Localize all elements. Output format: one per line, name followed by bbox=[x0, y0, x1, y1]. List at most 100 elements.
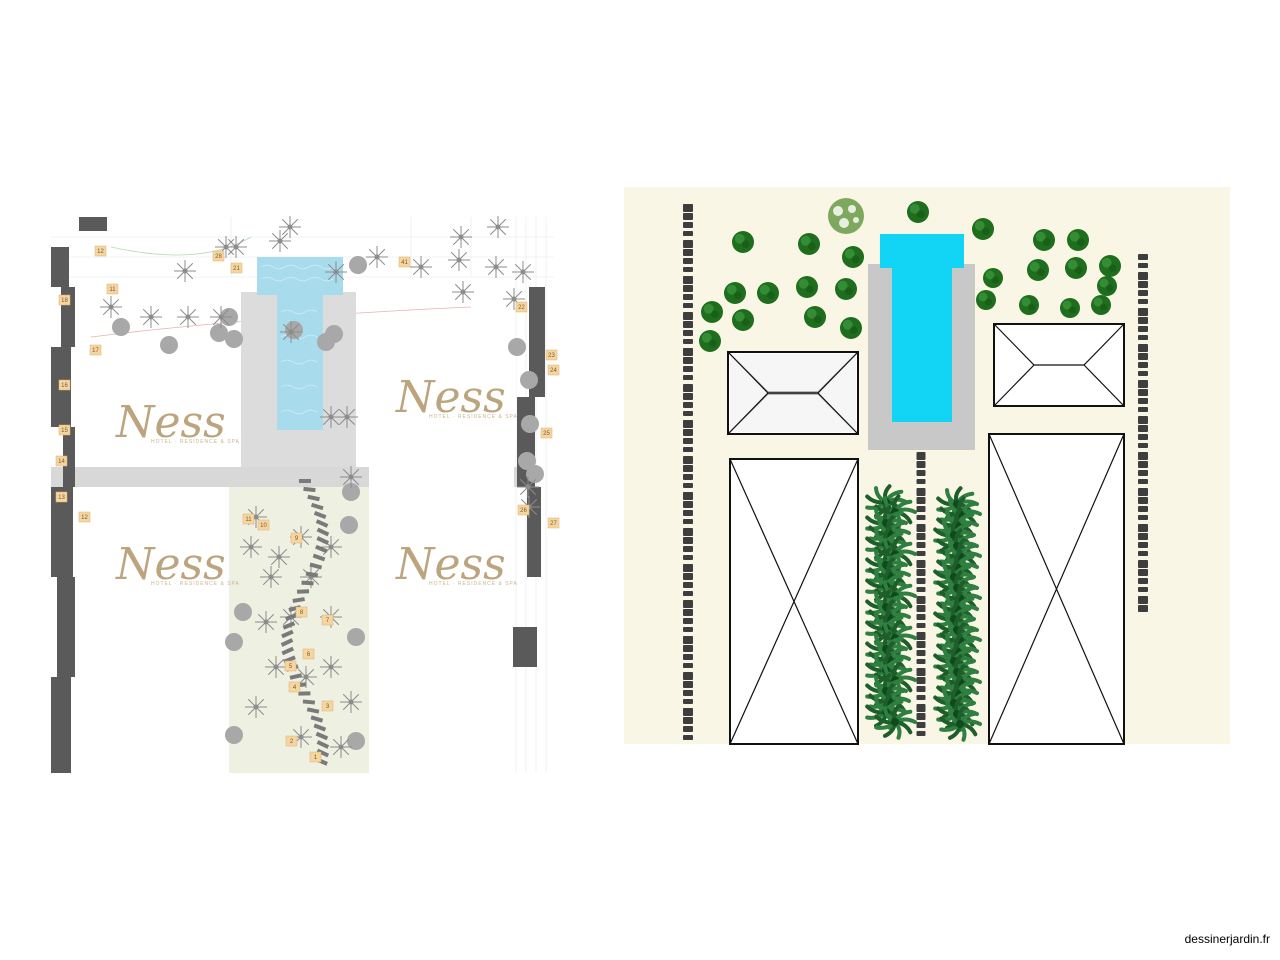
wall-stone bbox=[916, 704, 926, 712]
wall-stone bbox=[916, 632, 926, 640]
logo-bottom-left: Ness HOTEL · RESIDENCE & SPA bbox=[115, 539, 240, 590]
wall-stone bbox=[683, 537, 693, 544]
marker-label: 9 bbox=[295, 536, 299, 542]
marker-label: 12 bbox=[81, 515, 88, 521]
round-tree bbox=[835, 278, 857, 300]
plant-marker: 23 bbox=[545, 349, 558, 361]
plant-marker: 5 bbox=[284, 660, 297, 672]
wall-stone bbox=[916, 524, 926, 532]
logo-text: Ness bbox=[115, 397, 226, 448]
wall-stone bbox=[683, 636, 693, 644]
plant-marker: 24 bbox=[547, 364, 560, 376]
grey-shrub bbox=[285, 321, 303, 339]
marker-label: 17 bbox=[92, 348, 99, 354]
plant-marker: 22 bbox=[515, 301, 528, 313]
wall-stone bbox=[1138, 425, 1148, 432]
wall-stone bbox=[683, 564, 693, 572]
round-tree bbox=[1060, 298, 1080, 318]
wall-stone bbox=[916, 533, 926, 540]
palm-tree bbox=[255, 611, 277, 633]
palm-tree bbox=[290, 726, 312, 748]
pool-stem bbox=[277, 295, 323, 430]
pool-ripples bbox=[260, 264, 334, 415]
marker-label: 4 bbox=[293, 685, 297, 691]
wall-stone bbox=[683, 213, 693, 220]
plant-marker: 11 bbox=[106, 283, 119, 295]
wall-stone bbox=[683, 447, 693, 452]
wall-stone bbox=[683, 501, 693, 508]
palm-tree bbox=[140, 306, 162, 328]
wall-stone bbox=[916, 542, 926, 548]
round-tree bbox=[842, 246, 864, 268]
wall-stone bbox=[683, 519, 693, 524]
plant-marker: 7 bbox=[321, 614, 334, 626]
grey-shrub bbox=[325, 325, 343, 343]
marker-label: 27 bbox=[550, 521, 557, 527]
wall-stone bbox=[1138, 578, 1148, 584]
plant-marker: 10 bbox=[257, 519, 270, 531]
wall-stone bbox=[683, 294, 693, 300]
wall-stone bbox=[1138, 317, 1148, 324]
round-tree bbox=[840, 317, 862, 339]
logo-text: Ness bbox=[395, 539, 506, 590]
marker-label: 3 bbox=[326, 704, 330, 710]
palm-tree bbox=[280, 321, 302, 343]
plant-marker: 14 bbox=[55, 455, 68, 467]
round-tree bbox=[1027, 259, 1049, 281]
wall-stone bbox=[683, 339, 693, 344]
wall-stone bbox=[1138, 389, 1148, 396]
wall-stone bbox=[683, 609, 693, 616]
grey-shrub bbox=[112, 318, 130, 336]
marker-label: 13 bbox=[58, 495, 65, 501]
logo-subtext: HOTEL · RESIDENCE & SPA bbox=[151, 581, 240, 587]
round-tree bbox=[1091, 295, 1111, 315]
wall-stone bbox=[916, 650, 926, 656]
marker-label: 41 bbox=[401, 260, 408, 266]
logo-text: Ness bbox=[395, 372, 506, 423]
plant-marker: 9 bbox=[290, 532, 303, 544]
palm-tree bbox=[240, 536, 262, 558]
building-large-left bbox=[729, 458, 859, 745]
wall-stone bbox=[683, 465, 693, 472]
stepping-stone bbox=[316, 527, 330, 537]
wall-stone bbox=[683, 618, 693, 624]
marker-label: 16 bbox=[61, 383, 68, 389]
stepping-stone bbox=[299, 479, 311, 483]
fern-beds bbox=[865, 484, 982, 742]
wall-stone bbox=[683, 591, 693, 596]
round-tree bbox=[1097, 276, 1117, 296]
wall-stone bbox=[683, 699, 693, 704]
plant-marker: 41 bbox=[398, 256, 411, 268]
stepping-stone bbox=[301, 580, 314, 586]
wall-stone bbox=[683, 546, 693, 552]
wall-stone bbox=[683, 654, 693, 660]
stepping-stone bbox=[292, 597, 305, 603]
wall-stone bbox=[1138, 344, 1148, 352]
wall-stone bbox=[683, 528, 693, 536]
plant-marker: 25 bbox=[540, 427, 553, 439]
grey-shrub bbox=[225, 726, 243, 744]
wall-stone bbox=[683, 249, 693, 256]
building-top-left bbox=[79, 372, 241, 467]
stepping-stone bbox=[313, 723, 327, 732]
stepping-stone bbox=[315, 731, 329, 741]
plant-marker: 6 bbox=[302, 648, 315, 660]
wall-stone bbox=[1138, 542, 1148, 548]
marker-label: 24 bbox=[550, 368, 557, 374]
right-garden-plan bbox=[624, 187, 1230, 745]
palm-tree bbox=[410, 256, 432, 278]
palm-tree bbox=[265, 656, 287, 678]
palm-tree bbox=[320, 406, 342, 428]
wall-stone bbox=[683, 627, 693, 632]
wall-stone bbox=[683, 690, 693, 696]
wall-stone bbox=[916, 506, 926, 512]
wall-stone bbox=[916, 569, 926, 576]
stepping-stone bbox=[281, 629, 294, 639]
palm-tree bbox=[366, 246, 388, 268]
stepping-stone bbox=[312, 553, 326, 562]
stepping-stone bbox=[296, 589, 310, 594]
palm-tree bbox=[279, 216, 301, 238]
marker-label: 11 bbox=[245, 517, 252, 523]
logo-top-left: Ness HOTEL · RESIDENCE & SPA bbox=[115, 397, 239, 448]
palm-tree bbox=[210, 306, 232, 328]
